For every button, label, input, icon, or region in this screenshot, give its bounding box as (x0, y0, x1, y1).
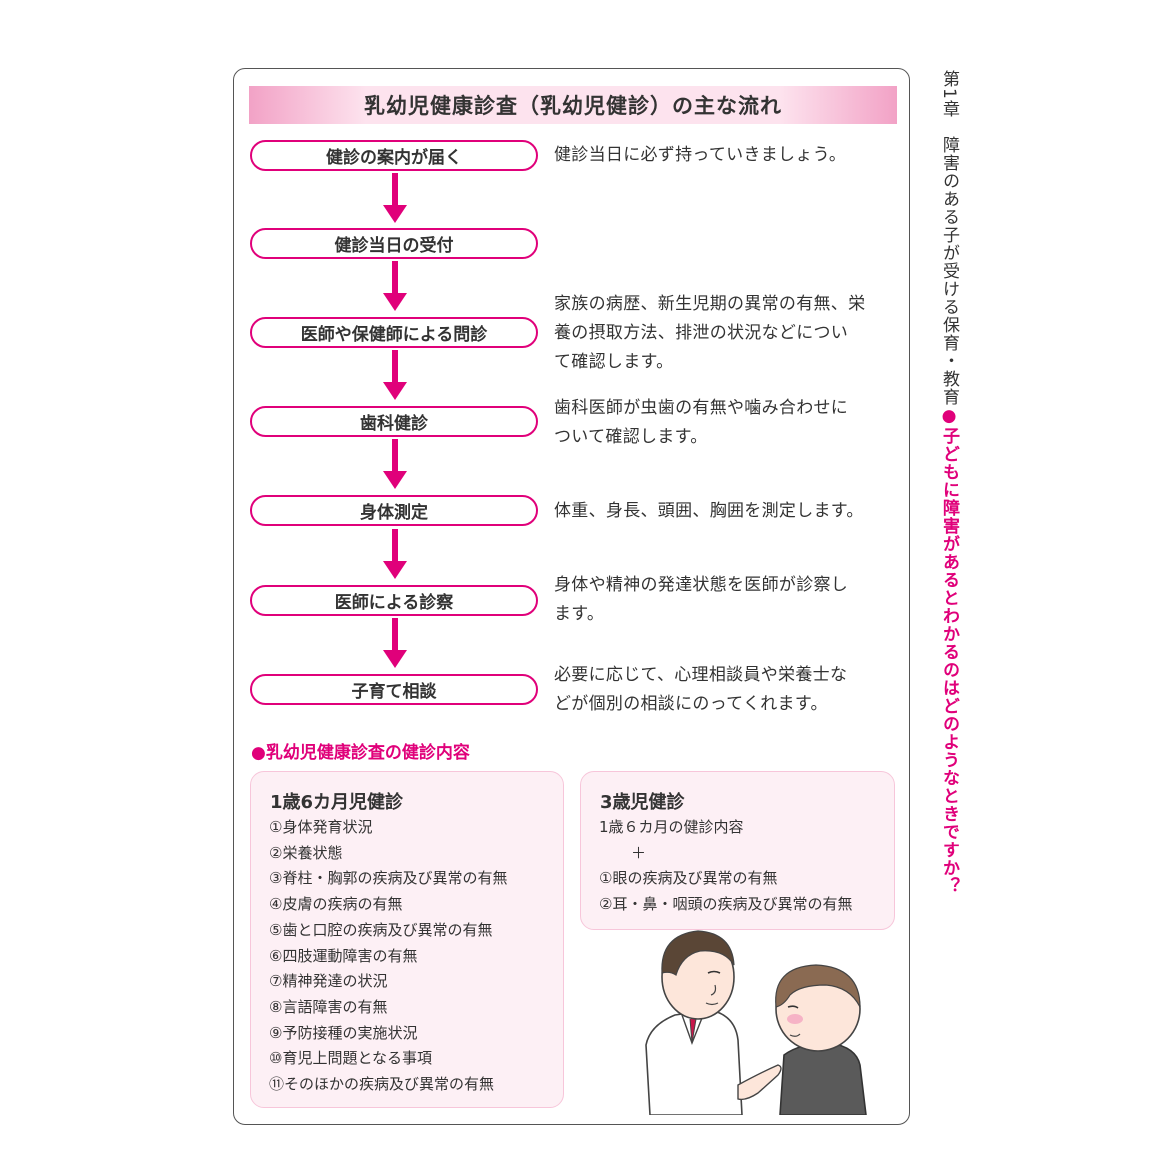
desc-line: 家族の病歴、新生児期の異常の有無、栄 (554, 294, 866, 314)
list-item: ⑨予防接種の実施状況 (269, 1023, 418, 1042)
desc-line: ます。 (554, 604, 605, 624)
down-arrow-icon (383, 350, 407, 400)
section-heading: ●乳幼児健康診査の健診内容 (251, 743, 470, 763)
flow-desc-6: 身体や精神の発達状態を医師が診察し ます。 (554, 571, 899, 629)
checkup-3y-box: 3歳児健診 1歳６カ月の健診内容 ＋ ①眼の疾病及び異常の有無 ②耳・鼻・咽頭の… (580, 771, 895, 930)
flow-desc-7: 必要に応じて、心理相談員や栄養士な どが個別の相談にのってくれます。 (554, 661, 899, 719)
desc-line: 養の摂取方法、排泄の状況などについ (554, 323, 849, 343)
desc-line: 歯科医師が虫歯の有無や噛み合わせに (554, 398, 849, 418)
flow-step-3: 医師や保健師による問診 (250, 317, 538, 348)
list-item: ＋ (631, 843, 647, 862)
down-arrow-icon (383, 618, 407, 668)
flow-step-6: 医師による診察 (250, 585, 538, 616)
desc-line: ついて確認します。 (554, 427, 708, 447)
flow-step-5: 身体測定 (250, 495, 538, 526)
list-item: ⑦精神発達の状況 (269, 972, 388, 991)
down-arrow-icon (383, 261, 407, 311)
chapter-side-label: 第1章 障害のある子が受ける保育・教育●子どもに障害があるとわかるのはどのような… (934, 70, 964, 895)
desc-line: 健診当日に必ず持っていきましょう。 (554, 145, 847, 165)
down-arrow-icon (383, 529, 407, 579)
list-item: ①眼の疾病及び異常の有無 (599, 869, 778, 888)
chapter-question: 子どもに障害があるとわかるのはどのようなときですか？ (939, 426, 959, 895)
desc-line: 身体や精神の発達状態を医師が診察し (554, 575, 849, 595)
chapter-label: 第1章 障害のある子が受ける保育・教育 (939, 70, 959, 406)
flow-desc-5: 体重、身長、頭囲、胸囲を測定します。 (554, 497, 899, 526)
checkup-18m-box: 1歳6カ月児健診 ①身体発育状況 ②栄養状態 ③脊柱・胸郭の疾病及び異常の有無 … (250, 771, 564, 1108)
flow-step-1: 健診の案内が届く (250, 140, 538, 171)
desc-line: 体重、身長、頭囲、胸囲を測定します。 (554, 501, 864, 521)
list-item: ⑩育児上問題となる事項 (269, 1049, 432, 1068)
desc-line: て確認します。 (554, 352, 674, 372)
flow-desc-1: 健診当日に必ず持っていきましょう。 (554, 141, 899, 170)
flow-step-2: 健診当日の受付 (250, 228, 538, 259)
list-item: 1歳６カ月の健診内容 (599, 818, 744, 836)
page-title: 乳幼児健康診査（乳幼児健診）の主な流れ (364, 94, 782, 118)
checkup-3y-list: 1歳６カ月の健診内容 ＋ ①眼の疾病及び異常の有無 ②耳・鼻・咽頭の疾病及び異常… (599, 815, 852, 918)
list-item: ⑧言語障害の有無 (269, 997, 388, 1016)
checkup-18m-title: 1歳6カ月児健診 (270, 792, 404, 813)
flow-step-4: 歯科健診 (250, 406, 538, 437)
doctor-child-illustration (645, 930, 867, 1115)
bullet-icon: ● (939, 405, 959, 427)
flow-desc-4: 歯科医師が虫歯の有無や噛み合わせに ついて確認します。 (554, 394, 899, 452)
list-item: ⑤歯と口腔の疾病及び異常の有無 (269, 920, 493, 939)
down-arrow-icon (383, 173, 407, 223)
flow-desc-3: 家族の病歴、新生児期の異常の有無、栄 養の摂取方法、排泄の状況などについ て確認… (554, 290, 899, 377)
flow-step-7: 子育て相談 (250, 674, 538, 705)
desc-line: どが個別の相談にのってくれます。 (554, 694, 828, 714)
list-item: ②栄養状態 (269, 843, 343, 862)
list-item: ②耳・鼻・咽頭の疾病及び異常の有無 (599, 895, 853, 914)
list-item: ④皮膚の疾病の有無 (269, 895, 403, 914)
list-item: ①身体発育状況 (269, 818, 373, 836)
list-item: ③脊柱・胸郭の疾病及び異常の有無 (269, 869, 508, 888)
down-arrow-icon (383, 439, 407, 489)
desc-line: 必要に応じて、心理相談員や栄養士な (554, 665, 848, 685)
checkup-18m-list: ①身体発育状況 ②栄養状態 ③脊柱・胸郭の疾病及び異常の有無 ④皮膚の疾病の有無… (269, 815, 507, 1098)
checkup-3y-title: 3歳児健診 (600, 792, 685, 813)
title-banner: 乳幼児健康診査（乳幼児健診）の主な流れ (249, 86, 897, 124)
list-item: ⑪そのほかの疾病及び異常の有無 (269, 1075, 495, 1094)
list-item: ⑥四肢運動障害の有無 (269, 946, 418, 965)
